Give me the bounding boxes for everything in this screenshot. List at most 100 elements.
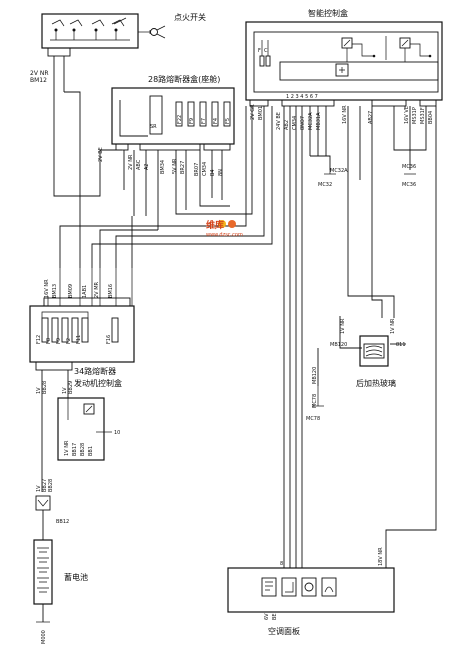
sc-label-9: AB27 bbox=[368, 111, 374, 124]
fb34-bot-1: 1V bbox=[36, 387, 42, 394]
key-icon bbox=[138, 25, 166, 39]
svg-text:F8: F8 bbox=[46, 338, 52, 344]
fuse-28-f9: F9 bbox=[187, 101, 195, 127]
smart-box-relay-2 bbox=[385, 36, 432, 62]
ground-mc36: MC36 MC36 bbox=[402, 164, 416, 188]
sc-label-8: 16V NR bbox=[342, 105, 348, 124]
sc-label-1b: BM01 bbox=[258, 106, 264, 120]
ac-w2: BE bbox=[272, 613, 278, 620]
defrost-w1: 1V NR bbox=[340, 318, 346, 334]
ground-mc78: MB120 MC78 MC78 bbox=[306, 367, 324, 422]
mc78b-vert-label: MC78 bbox=[312, 394, 318, 408]
relay-number: 10 bbox=[114, 430, 120, 436]
ground-mc32: MC32A MC32 bbox=[318, 168, 348, 188]
mc32-label: MC32 bbox=[318, 182, 332, 188]
smart-box-relay-1 bbox=[341, 37, 376, 62]
svg-text:F11: F11 bbox=[76, 335, 82, 344]
battery-section: 1V BB27 BB28 BB12 蓄电池 M000 bbox=[33, 479, 88, 644]
bat-wire-2: BB27 bbox=[42, 479, 48, 492]
mc36-label: MC36 bbox=[402, 182, 416, 188]
ac-top-label: 18V NR bbox=[378, 547, 384, 566]
sc-label-2: 24V BE bbox=[276, 112, 282, 130]
sc-label-11: MS31P bbox=[412, 107, 418, 124]
sc-label-5: 8NO7 bbox=[300, 116, 306, 130]
svg-text:F22: F22 bbox=[177, 115, 183, 124]
fuse-28-f22: F22 bbox=[175, 101, 183, 127]
fb28-w8: A2 bbox=[144, 163, 150, 170]
sc-label-12: MS31F bbox=[420, 107, 426, 124]
relay-label-1: 1V NR bbox=[64, 440, 70, 456]
ac-pin-label: 8 bbox=[280, 561, 283, 567]
svg-text:F5: F5 bbox=[225, 118, 231, 124]
fuse-box-28: 28路熔断器盒(座舱) SR F22 F9 F7 F4 F5 2V BE 2V … bbox=[98, 74, 235, 176]
mc78-label: MC78 bbox=[306, 416, 320, 422]
rear-defrost: 1V NR 1V NR MB120 811 后加热玻璃 bbox=[330, 318, 406, 388]
mc36b-label: MC36 bbox=[402, 164, 416, 170]
sc-label-3: AB2 bbox=[284, 120, 290, 130]
fuse-box-34-label-1: 34路熔断器 bbox=[74, 366, 116, 376]
fb28-w9: B4 bbox=[210, 169, 216, 176]
fuse-28-f7: F7 bbox=[199, 101, 207, 127]
svg-text:F9: F9 bbox=[56, 338, 62, 344]
fb28-w5: BR07 bbox=[194, 163, 200, 176]
fb28-w1: 2V NR bbox=[128, 154, 134, 170]
rear-defrost-label: 后加热玻璃 bbox=[356, 378, 396, 388]
fuse-box-34-label-2: 发动机控制盒 bbox=[74, 378, 122, 388]
fb28-w2: BM34 bbox=[160, 160, 166, 174]
ac-panel-label: 空调面板 bbox=[268, 626, 300, 636]
ground-label: M000 bbox=[41, 630, 47, 644]
defrost-w2: 1V NR bbox=[390, 318, 396, 334]
bat-wire-1: 1V bbox=[36, 485, 42, 492]
fb34-bot-4: BB29 bbox=[68, 381, 74, 394]
fb34-fuses: F12 F8 F9 F2 F11 F16 bbox=[36, 317, 119, 344]
svg-text:BM16: BM16 bbox=[108, 284, 114, 298]
smart-control-box: 智能控制盒 F C 1 2 3 4 5 6 7 bbox=[245, 8, 443, 130]
ac-panel: 18V NR 8 6V BE 空调面板 bbox=[227, 547, 395, 636]
ignition-bm-label: BM12 bbox=[30, 77, 47, 84]
svg-text:F16: F16 bbox=[106, 335, 112, 344]
wire-harness bbox=[53, 91, 437, 568]
fuse-box-34: 16V NR BM13 BM09 1AB1 2V MR BM16 F12 F8 … bbox=[29, 268, 135, 492]
fb28-w10: 8N bbox=[218, 169, 224, 176]
svg-text:F12: F12 bbox=[36, 335, 42, 344]
ignition-conn-label: 2V NR bbox=[30, 70, 49, 77]
bat-conn-label: BB12 bbox=[56, 519, 69, 525]
ignition-switch: 点火开关 2V NR BM12 bbox=[30, 12, 206, 100]
defrost-pin-label: 811 bbox=[396, 342, 406, 348]
sc-label-1: 2V GR bbox=[250, 104, 256, 120]
fuse-box-28-label: 28路熔断器盒(座舱) bbox=[148, 74, 220, 84]
ignition-switch-label: 点火开关 bbox=[174, 12, 206, 22]
mc32a-label: MC32A bbox=[330, 168, 348, 174]
svg-text:F7: F7 bbox=[201, 118, 207, 124]
fuse-28-f5: F5 bbox=[223, 101, 231, 127]
sc-wire-labels: 2V GR BM01 24V BE AB2 CM34 8NO7 MC32A MB… bbox=[250, 104, 434, 130]
relay-label-2: BB17 bbox=[72, 443, 78, 456]
watermark: 维库 www.dzsc.com bbox=[206, 219, 243, 238]
watermark-url: www.dzsc.com bbox=[206, 232, 243, 238]
ac-panel-icons bbox=[261, 577, 337, 597]
svg-text:16V NR: 16V NR bbox=[44, 279, 50, 298]
svg-text:F9: F9 bbox=[189, 118, 195, 124]
battery-cells bbox=[37, 547, 49, 593]
fb28-w7: ABC bbox=[136, 159, 142, 170]
relay-label-3: BB28 bbox=[80, 443, 86, 456]
fb34-bot-2: BB28 bbox=[42, 381, 48, 394]
fb28-w4: BR27 bbox=[180, 161, 186, 174]
relay-10: 1V NR BB17 BB28 BB1 10 bbox=[57, 397, 120, 461]
fb28-w3: 5V NR bbox=[172, 158, 178, 174]
smart-control-box-label: 智能控制盒 bbox=[308, 8, 348, 18]
fb34-bot-3: 1V bbox=[62, 387, 68, 394]
bat-wire-3: BB28 bbox=[48, 479, 54, 492]
ac-w1: 6V bbox=[264, 613, 270, 620]
ignition-switch-contacts bbox=[50, 17, 130, 41]
sc-label-13: BB04 bbox=[428, 111, 434, 124]
svg-text:1AB1: 1AB1 bbox=[82, 285, 88, 298]
fuse-28-f4: F4 bbox=[211, 101, 219, 127]
svg-text:F4: F4 bbox=[213, 118, 219, 124]
battery-label: 蓄电池 bbox=[64, 572, 88, 582]
svg-text:BM09: BM09 bbox=[68, 284, 74, 298]
defrost-m-label: MB120 bbox=[330, 342, 347, 348]
relay-label-4: BB1 bbox=[88, 446, 94, 456]
